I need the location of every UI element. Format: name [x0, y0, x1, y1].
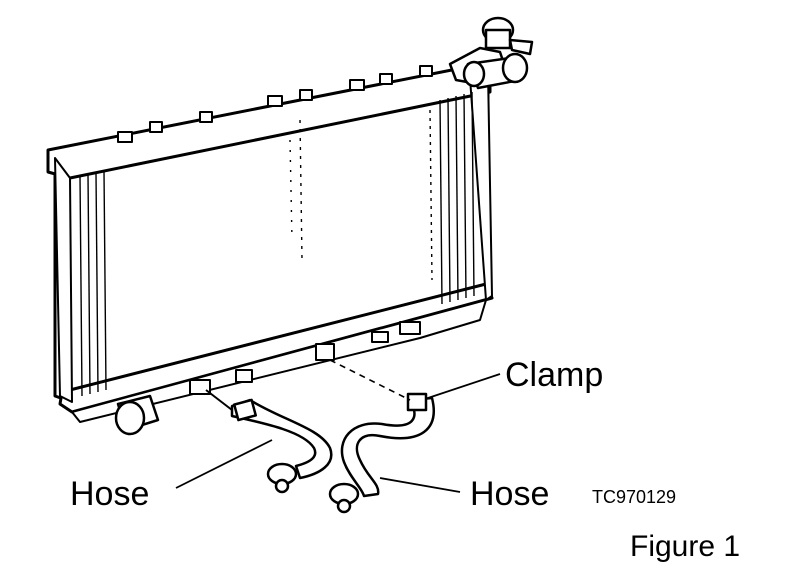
right-hose — [328, 359, 435, 514]
clamp-leader — [427, 373, 501, 399]
upper-outlet — [462, 52, 529, 90]
hose-left-label: Hose — [70, 475, 149, 513]
figure-caption: Figure 1 — [630, 530, 740, 563]
lower-outlet — [114, 394, 160, 436]
radiator-fins — [79, 91, 475, 397]
bottom-fittings — [189, 321, 421, 395]
left-hose — [205, 389, 333, 494]
left-hose-clamp — [232, 398, 258, 422]
figure-code: TC970129 — [592, 487, 676, 507]
hose-right-leader — [379, 477, 461, 493]
right-hose-clamp — [406, 392, 428, 412]
hose-left-leader — [175, 439, 273, 489]
leader-lines — [175, 373, 501, 493]
hose-right-label: Hose — [470, 475, 549, 513]
radiator — [46, 16, 534, 436]
top-tank-tabs — [117, 65, 433, 143]
clamp-label: Clamp — [505, 356, 603, 394]
